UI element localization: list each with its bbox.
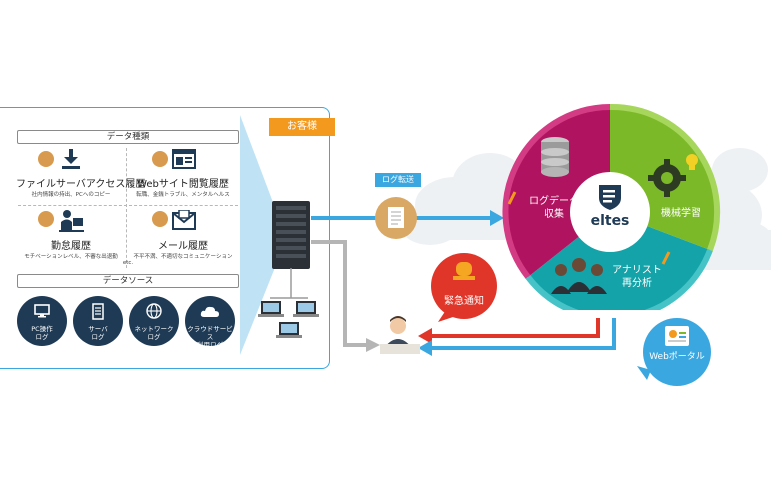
log-transfer-label: ログ転送 xyxy=(375,173,421,187)
item-title-attendance: 勤怠履歴 xyxy=(51,241,91,252)
cloud-icon xyxy=(200,306,219,317)
grid-divider-horizontal xyxy=(18,205,238,206)
gear-icon xyxy=(648,159,686,197)
customer-tab: お客様 xyxy=(269,118,335,136)
segment-collect-line2: 収集 xyxy=(544,209,564,220)
analysis-wheel xyxy=(502,103,721,310)
server-rack-icon xyxy=(272,201,310,269)
item-subtitle-web-browsing: 転職、金銭トラブル、メンタルヘルス xyxy=(136,192,230,198)
operator-person-icon xyxy=(380,316,420,354)
lightbulb-icon xyxy=(686,154,698,170)
source-line1: サーバ xyxy=(88,325,108,333)
grid-divider-vertical xyxy=(126,148,127,268)
emergency-label: 緊急通知 xyxy=(444,296,484,307)
alarm-light-icon xyxy=(453,262,475,280)
database-icon xyxy=(541,137,569,177)
dashboard-icon xyxy=(665,326,689,346)
segment-collect-label: ログデータ 収集 xyxy=(521,195,587,221)
data-panel: データ種類 ファイルサーバアクセス履歴 社内情報の持出、PCへのコピー Webサ… xyxy=(0,107,330,369)
laptop-icon xyxy=(258,301,284,317)
eltes-logo-text: eltes xyxy=(590,213,630,229)
funnel-shape xyxy=(240,115,274,355)
browser-icon xyxy=(172,149,196,169)
item-subtitle-attendance: モチベーションレベル、不審な出退勤 xyxy=(24,254,118,260)
arrow-head-icon xyxy=(418,340,432,356)
document-badge-icon xyxy=(38,211,54,227)
arrow-head-icon xyxy=(418,328,432,344)
source-line2: ログ xyxy=(91,333,105,341)
laptop-icon xyxy=(276,322,302,338)
segment-analyst-line1: アナリスト xyxy=(612,265,662,276)
server-icon xyxy=(92,303,104,320)
logo-circle xyxy=(570,172,650,252)
item-title-email: メール履歴 xyxy=(158,241,208,252)
source-pc-log: PC操作ログ xyxy=(17,296,67,346)
segment-ml-label: 機械学習 xyxy=(661,208,701,219)
source-cloud-log: クラウドサービス利用ログ xyxy=(185,296,235,349)
segment-log-collection xyxy=(505,107,610,277)
source-line1: ネットワーク xyxy=(134,325,174,333)
document-badge-icon xyxy=(38,151,54,167)
eltes-shield-icon xyxy=(599,185,621,210)
desk-worker-icon xyxy=(59,210,84,232)
log-document-icon xyxy=(375,197,417,239)
item-title-web-browsing: Webサイト閲覧履歴 xyxy=(137,179,229,190)
source-server-log: サーバログ xyxy=(73,296,123,346)
source-network-log: ネットワークログ xyxy=(129,296,179,346)
item-subtitle-email: 不平不満、不適切なコミュニケーション xyxy=(133,254,233,260)
emergency-bubble xyxy=(431,253,497,322)
segment-analyst-line2: 再分析 xyxy=(622,278,652,289)
source-line1: クラウドサービス xyxy=(187,325,233,341)
document-badge-icon xyxy=(152,211,168,227)
item-title-file-server: ファイルサーバアクセス履歴 xyxy=(16,179,146,190)
laptop-icon xyxy=(293,301,319,317)
source-line2: ログ xyxy=(147,333,161,341)
source-line1: PC操作 xyxy=(31,325,53,333)
data-types-header: データ種類 xyxy=(17,130,239,144)
segment-analyst-label: アナリスト 再分析 xyxy=(607,264,667,290)
monitor-icon xyxy=(34,304,50,318)
segment-collect-line1: ログデータ xyxy=(529,196,579,207)
web-portal-label: Webポータル xyxy=(649,352,705,362)
globe-icon xyxy=(146,303,162,319)
document-badge-icon xyxy=(152,151,168,167)
source-line2: ログ xyxy=(35,333,49,341)
accent-mark xyxy=(661,251,671,265)
source-line2: 利用ログ xyxy=(197,341,223,349)
etc-text: etc. xyxy=(122,260,134,266)
arrow-head-icon xyxy=(490,210,504,226)
data-sources-header: データソース xyxy=(17,274,239,288)
analyst-people-icon xyxy=(551,258,607,294)
envelope-icon xyxy=(172,210,196,230)
item-subtitle-file-server: 社内情報の持出、PCへのコピー xyxy=(31,192,111,198)
accent-mark xyxy=(507,191,517,205)
network-laptops xyxy=(258,268,319,338)
download-icon xyxy=(62,149,80,169)
arrow-head-icon xyxy=(366,338,380,352)
web-portal-bubble xyxy=(637,318,711,386)
